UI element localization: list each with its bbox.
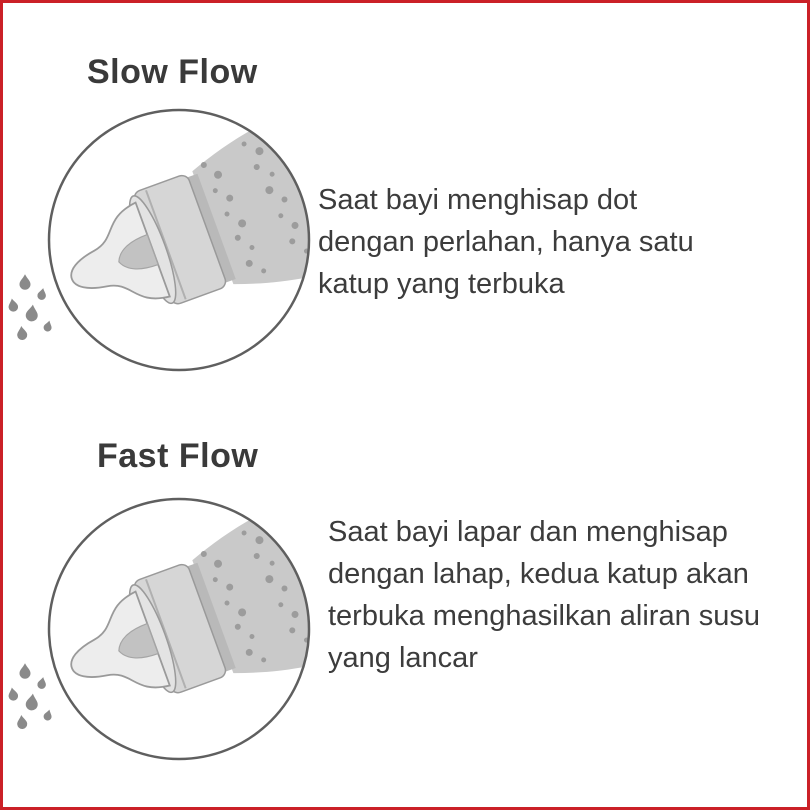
fast-flow-title: Fast Flow — [97, 437, 259, 475]
fast-flow-bottle-teat-illustration — [1, 489, 331, 789]
fast-flow-description: Saat bayi lapar dan menghisap dengan lah… — [328, 516, 761, 675]
slow-flow-description: Saat bayi menghisap dot dengan perlahan,… — [318, 184, 694, 301]
slow-flow-bottle-teat-illustration — [1, 100, 331, 400]
slow-flow-title: Slow Flow — [87, 53, 258, 91]
